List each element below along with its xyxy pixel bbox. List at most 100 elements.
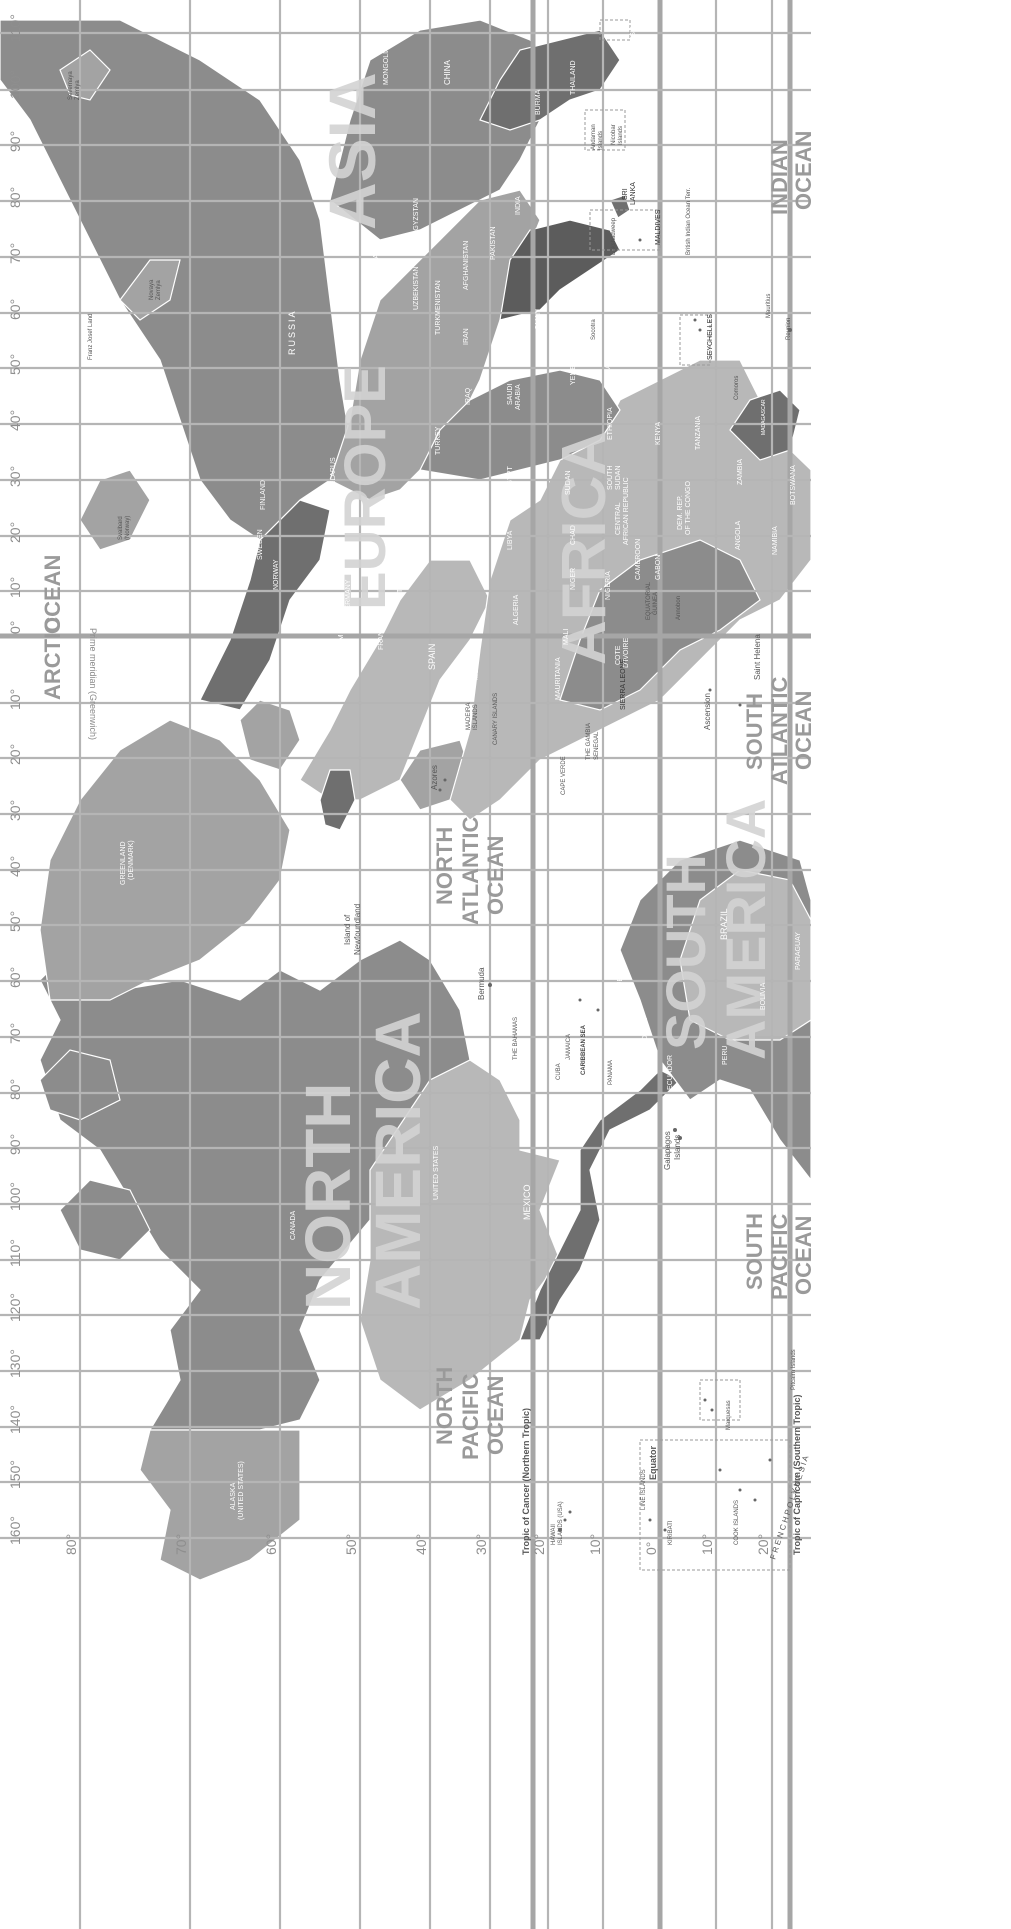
place-franz-josef: Franz Josef Land — [88, 314, 94, 360]
lon-tick: 130° — [7, 1349, 23, 1378]
place-svalbard: (Norway) — [125, 516, 131, 540]
country-greenland: (DENMARK) — [128, 840, 135, 880]
ocean-caribbean: CARIBBEAN SEA — [581, 1024, 587, 1075]
country-alaska: (UNITED STATES) — [238, 1461, 245, 1520]
country-mexico: MEXICO — [522, 1184, 532, 1220]
lat-tick: 80° — [63, 1534, 79, 1555]
place-senegal: SENEGAL — [594, 731, 600, 760]
place-jamaica: JAMAICA — [566, 1034, 572, 1060]
country-cote-divoire: D'IVOIRE — [623, 638, 630, 668]
equator-label: Equator — [648, 1446, 658, 1480]
place-ascension: Ascension — [703, 693, 712, 730]
lon-tick: 60° — [7, 299, 23, 320]
country-cameroon: CAMEROON — [635, 539, 642, 580]
country-dr-congo: DEM. REP. — [677, 495, 684, 530]
country-oman: OMAN — [535, 309, 542, 330]
lon-tick: 100° — [7, 70, 23, 99]
lon-tick: 140° — [7, 1405, 23, 1434]
place-nicobar: Islands — [618, 126, 624, 145]
longitude-ticks: 110° 100° 90° 80° 70° 60° 50° 40° 30° 20… — [7, 14, 23, 1545]
ocean-north-atlantic: NORTH — [432, 827, 457, 905]
country-gabon: GABON — [655, 555, 662, 580]
land-svalbard — [79, 469, 151, 551]
country-russia: RUSSIA — [287, 309, 297, 355]
country-afghanistan: AFGHANISTAN — [463, 241, 470, 290]
country-colombia: COLOMBIA — [642, 1018, 649, 1055]
country-zambia: ZAMBIA — [737, 459, 744, 485]
lat-tick: 60° — [263, 1534, 279, 1555]
place-novaya-zemlya: Zemlya — [156, 280, 162, 300]
place-lakshadweep: Lakshadweep — [611, 217, 617, 255]
country-finland: FINLAND — [260, 480, 267, 510]
place-chagos: British Indian Ocean Terr. — [686, 187, 692, 255]
country-bolivia: BOLIVIA — [760, 982, 767, 1010]
continent-north-america: NORTH — [292, 1082, 364, 1310]
country-cote-divoire: COTE — [615, 645, 622, 665]
lat-tick: 20° — [755, 1534, 771, 1555]
country-car: CENTRAL — [615, 502, 622, 535]
place-hawaii: ISLANDS (USA) — [558, 1501, 564, 1545]
ocean-south-pacific: SOUTH — [742, 1213, 767, 1290]
country-uzbekistan: UZBEKISTAN — [413, 267, 420, 310]
country-libya: LIBYA — [507, 530, 514, 550]
country-canada: CANADA — [290, 1210, 297, 1240]
place-cook-islands: COOK ISLANDS — [734, 1500, 740, 1545]
place-cape-verde: CAPE VERDE — [561, 756, 567, 795]
country-sri-lanka: LANKA — [630, 182, 637, 205]
country-kenya: KENYA — [655, 421, 662, 445]
place-hawaii: HAWAII — [551, 1524, 557, 1545]
country-kazakhstan: KAZAKHSTAN — [373, 249, 380, 295]
lon-tick: 110° — [7, 1239, 23, 1267]
lon-tick: 100° — [7, 1182, 23, 1211]
place-panama: PANAMA — [608, 1060, 614, 1085]
graticule — [0, 0, 811, 1929]
lon-tick: 20° — [7, 744, 23, 765]
country-italy: ITALY — [397, 576, 404, 595]
country-botswana: BOTSWANA — [790, 465, 797, 505]
lon-tick: 30° — [7, 800, 23, 821]
place-saint-helena: Saint Helena — [753, 634, 762, 680]
place-severnaya-zemlya: Zemlya — [75, 80, 81, 100]
country-venezuela: VENEZUELA — [617, 968, 624, 1010]
latitude-ticks: 80° 70° 60° 50° 40° 30° 20° 10° 0° 10° 2… — [63, 1534, 771, 1555]
continent-labels: NORTH AMERICA SOUTH AMERICA EUROPE AFRIC… — [292, 72, 777, 1310]
continent-africa: AFRICA — [550, 431, 619, 665]
country-saudi-arabia: SAUDI — [507, 384, 514, 405]
lat-tick: 10° — [699, 1534, 715, 1555]
place-pitcairn: Pitcairn Islands — [791, 1349, 797, 1390]
country-malaysia: MALAYSIA — [630, 25, 637, 60]
lon-tick: 150° — [7, 1460, 23, 1489]
tropic-cancer-label: Tropic of Cancer (Northern Tropic) — [521, 1408, 531, 1555]
lon-tick: 0° — [7, 621, 23, 634]
lon-tick: 10° — [7, 689, 23, 710]
ocean-arctic: ARCTIC — [40, 617, 65, 700]
place-newfoundland: Island of — [343, 914, 352, 945]
lon-tick: 50° — [7, 354, 23, 375]
lon-tick: 40° — [7, 856, 23, 877]
country-turkmenistan: TURKMENISTAN — [435, 280, 442, 335]
continent-south-america: AMERICA — [714, 799, 777, 1060]
country-turkey: TURKEY — [435, 426, 442, 455]
place-svalbard: Svalbard — [118, 516, 124, 540]
country-mongolia: MONGOLIA — [383, 47, 390, 85]
place-bahamas: THE BAHAMAS — [513, 1017, 519, 1060]
prime-meridian-label: Prime meridian (Greenwich) — [88, 628, 98, 740]
country-india: INDIA — [515, 196, 522, 215]
place-canary: CANARY ISLANDS — [493, 693, 499, 745]
lat-tick: 20° — [531, 1534, 547, 1555]
lon-tick: 80° — [7, 1079, 23, 1100]
ocean-north-pacific: PACIFIC — [458, 1374, 483, 1460]
place-kiribati: KIRIBATI — [668, 1520, 674, 1545]
ocean-indian: INDIAN — [767, 139, 792, 215]
country-south-sudan: SOUTH — [607, 466, 614, 491]
country-mauritius: Mauritius — [766, 294, 772, 318]
continent-north-america: AMERICA — [362, 1011, 434, 1310]
country-eq-guinea: EQUATORIAL — [646, 581, 652, 620]
place-comoros: Comoros — [734, 376, 740, 400]
country-yemen: YEMEN — [570, 360, 577, 385]
land-southeast-asia — [479, 29, 621, 131]
country-saudi-arabia: ARABIA — [515, 384, 522, 410]
place-galapagos: Galapagos — [663, 1131, 672, 1170]
place-nicobar: Nicobar — [611, 124, 617, 145]
ocean-north-atlantic: OCEAN — [483, 836, 508, 915]
